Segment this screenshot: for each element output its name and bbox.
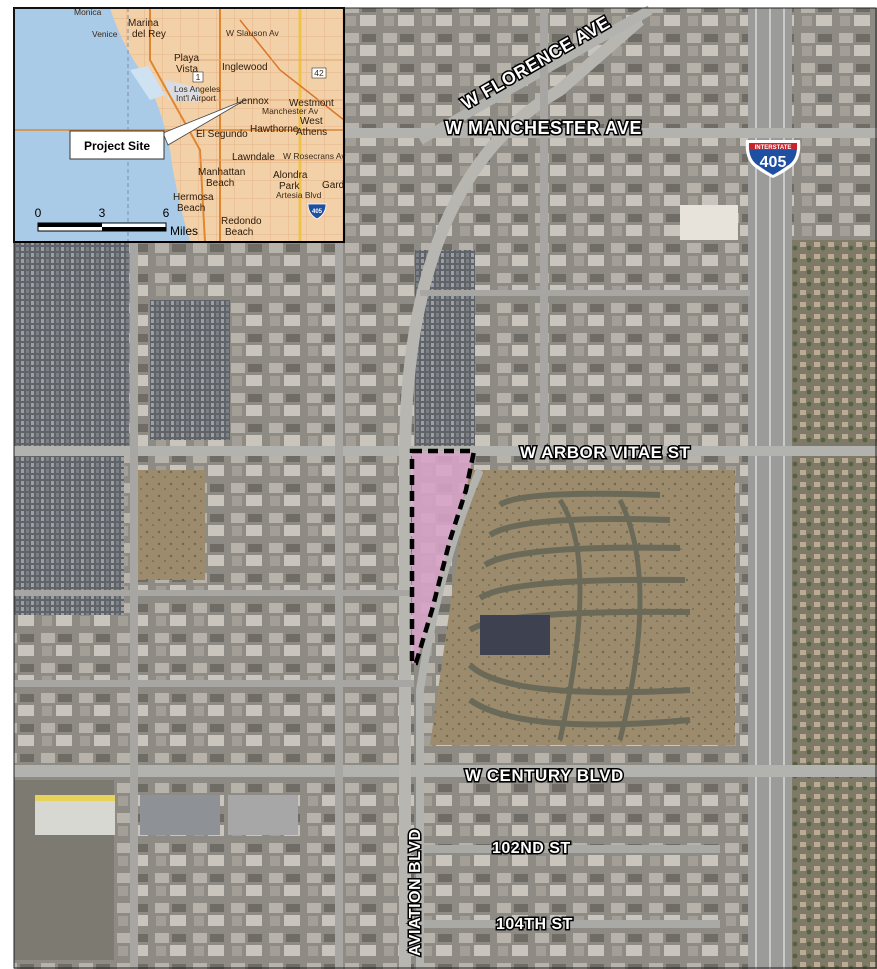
svg-text:Los Angeles: Los Angeles — [174, 84, 220, 94]
svg-text:Hawthorne: Hawthorne — [250, 124, 299, 135]
label-w-manchester-ave: W MANCHESTER AVE — [445, 118, 642, 138]
svg-text:1: 1 — [196, 72, 201, 82]
svg-text:0: 0 — [35, 206, 42, 220]
svg-text:W Rosecrans Av: W Rosecrans Av — [283, 151, 346, 161]
svg-text:Beach: Beach — [206, 178, 234, 189]
aerial-imagery — [14, 5, 877, 969]
svg-text:Manchester Av: Manchester Av — [262, 106, 319, 116]
svg-text:Beach: Beach — [225, 227, 253, 238]
svg-text:Athens: Athens — [296, 127, 327, 138]
svg-text:Redondo: Redondo — [221, 216, 262, 227]
svg-text:Artesia Blvd: Artesia Blvd — [276, 190, 322, 200]
svg-text:Monica: Monica — [74, 7, 102, 17]
svg-text:42: 42 — [314, 68, 324, 78]
svg-text:Playa: Playa — [174, 53, 199, 64]
svg-text:Miles: Miles — [170, 224, 198, 238]
svg-text:6: 6 — [163, 206, 170, 220]
svg-text:Project Site: Project Site — [84, 139, 150, 153]
svg-text:Beach: Beach — [177, 203, 205, 214]
svg-text:Lennox: Lennox — [236, 96, 269, 107]
svg-text:Alondra: Alondra — [273, 170, 308, 181]
label-w-century-blvd: W CENTURY BLVD — [465, 766, 624, 785]
label-aviation-blvd: AVIATION BLVD — [407, 829, 424, 956]
route-42-marker — [311, 67, 327, 79]
project-site-callout — [69, 130, 165, 160]
svg-text:Int'l Airport: Int'l Airport — [176, 93, 217, 103]
project-site-boundary — [409, 448, 477, 666]
svg-text:West: West — [300, 116, 323, 127]
svg-text:Park: Park — [279, 181, 301, 192]
svg-text:Hermosa: Hermosa — [173, 192, 214, 203]
map-frame — [13, 7, 877, 969]
svg-text:del Rey: del Rey — [132, 29, 166, 40]
label-w-arbor-vitae-st: W ARBOR VITAE ST — [520, 443, 691, 462]
svg-text:Inglewood: Inglewood — [222, 62, 268, 73]
route-1-marker — [192, 71, 204, 83]
scale-bar: 0 3 6 Miles — [35, 206, 198, 238]
svg-text:Manhattan: Manhattan — [198, 167, 245, 178]
svg-text:Lawndale: Lawndale — [232, 152, 275, 163]
inset-regional-map: Monica Marina del Rey Venice Playa Vista… — [13, 7, 346, 243]
interstate-405-shield: INTERSTATE 405 — [745, 140, 801, 178]
svg-text:405: 405 — [760, 154, 787, 171]
svg-text:INTERSTATE: INTERSTATE — [755, 145, 792, 151]
svg-text:Westmont: Westmont — [289, 98, 334, 109]
svg-text:Venice: Venice — [92, 29, 118, 39]
svg-text:W Slauson Av: W Slauson Av — [226, 28, 280, 38]
route-405-marker — [307, 203, 327, 220]
svg-text:Marina: Marina — [128, 18, 159, 29]
svg-text:405: 405 — [312, 209, 323, 215]
svg-text:Gard: Gard — [322, 180, 344, 191]
svg-text:Vista: Vista — [176, 64, 198, 75]
label-102nd-st: 102ND ST — [492, 840, 571, 857]
svg-text:3: 3 — [99, 206, 106, 220]
label-104th-st: 104TH ST — [496, 916, 573, 933]
svg-text:El Segundo: El Segundo — [196, 129, 248, 140]
